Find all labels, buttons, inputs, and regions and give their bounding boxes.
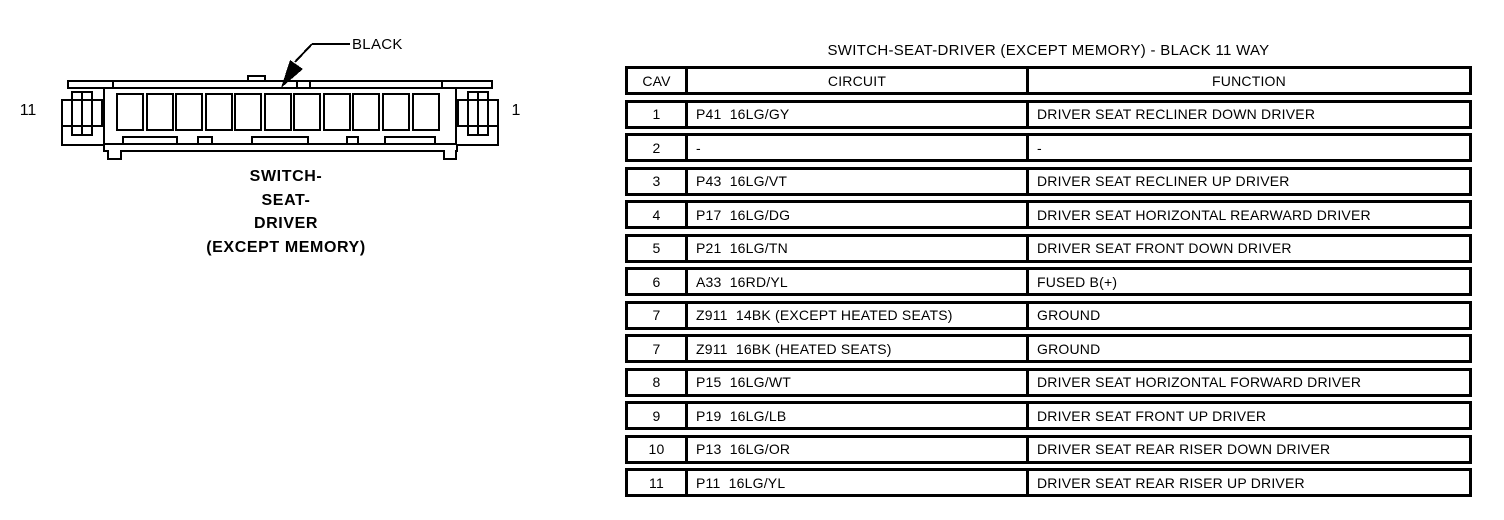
cav-cell: 10 xyxy=(628,437,688,461)
cav-cell: 9 xyxy=(628,404,688,427)
cav-cell: 2 xyxy=(628,136,688,159)
caption-line: SEAT- xyxy=(261,191,311,209)
circuit-cell: P17 16LG/DG xyxy=(688,203,1029,226)
cav-cell: 4 xyxy=(628,203,688,226)
function-cell: - xyxy=(1037,139,1042,156)
header-circuit: CIRCUIT xyxy=(688,69,1029,92)
circuit-cell: P21 16LG/TN xyxy=(688,236,1029,260)
circuit-cell: P43 16LG/VT xyxy=(688,169,1029,193)
connector-body xyxy=(103,87,457,145)
function-cell: DRIVER SEAT RECLINER UP DRIVER xyxy=(1037,173,1290,189)
table-row: 2 - - xyxy=(625,133,1472,162)
circuit-cell: P11 16LG/YL xyxy=(688,471,1029,494)
circuit-cell: - xyxy=(688,136,1029,159)
table-row: 10 P13 16LG/OR DRIVER SEAT REAR RISER DO… xyxy=(625,434,1472,464)
circuit-cell: P19 16LG/LB xyxy=(688,404,1029,427)
caption-line: DRIVER xyxy=(253,215,319,232)
circuit-cell: P41 16LG/GY xyxy=(688,102,1029,126)
function-cell: DRIVER SEAT HORIZONTAL FORWARD DRIVER xyxy=(1037,374,1362,390)
table-row: 11 P11 16LG/YL DRIVER SEAT REAR RISER UP… xyxy=(625,468,1472,497)
black-color-arrow xyxy=(281,43,350,88)
caption-line: (EXCEPT MEMORY) xyxy=(206,238,366,256)
function-cell: DRIVER SEAT HORIZONTAL REARWARD DRIVER xyxy=(1037,206,1371,223)
table-title: SWITCH-SEAT-DRIVER (EXCEPT MEMORY) - BLA… xyxy=(827,42,1270,59)
connector-caption: SWITCH- SEAT- DRIVER (EXCEPT MEMORY) xyxy=(166,165,406,259)
circuit-cell: Z911 14BK (EXCEPT HEATED SEATS) xyxy=(688,303,1029,327)
table-header-row: CAV CIRCUIT FUNCTION xyxy=(625,66,1472,95)
table-row: 7 Z911 16BK (HEATED SEATS) GROUND xyxy=(625,334,1472,363)
table-row: 1 P41 16LG/GY DRIVER SEAT RECLINER DOWN … xyxy=(625,99,1472,129)
header-cav: CAV xyxy=(628,69,688,92)
left-latch xyxy=(61,91,104,146)
caption-line: SWITCH- xyxy=(249,168,323,185)
function-cell: FUSED B(+) xyxy=(1037,273,1118,290)
circuit-cell: A33 16RD/YL xyxy=(688,270,1029,293)
cav-cell: 8 xyxy=(628,370,688,394)
circuit-cell: P15 16LG/WT xyxy=(688,370,1029,394)
connector-color-label: BLACK xyxy=(352,36,403,53)
cav-cell: 11 xyxy=(628,471,688,494)
cav-cell: 5 xyxy=(628,236,688,260)
cav-cell: 6 xyxy=(628,270,688,293)
table-row: 9 P19 16LG/LB DRIVER SEAT FRONT UP DRIVE… xyxy=(625,401,1472,430)
pin-number-1: 1 xyxy=(511,102,521,119)
cav-cell: 7 xyxy=(628,337,688,360)
pinout-table: CAV CIRCUIT FUNCTION 1 P41 16LG/GY DRIVE… xyxy=(625,66,1472,497)
table-row: 4 P17 16LG/DG DRIVER SEAT HORIZONTAL REA… xyxy=(625,200,1472,229)
table-row: 6 A33 16RD/YL FUSED B(+) xyxy=(625,267,1472,296)
function-cell: GROUND xyxy=(1037,307,1101,323)
bottom-outline xyxy=(103,144,458,160)
cav-cell: 7 xyxy=(628,303,688,327)
connector-diagram xyxy=(61,43,499,160)
header-function: FUNCTION xyxy=(1212,72,1286,89)
function-cell: DRIVER SEAT REAR RISER DOWN DRIVER xyxy=(1037,441,1331,457)
pin-cavities xyxy=(116,93,440,131)
table-row: 5 P21 16LG/TN DRIVER SEAT FRONT DOWN DRI… xyxy=(625,233,1472,263)
connector-top-flange xyxy=(67,75,493,89)
cav-cell: 1 xyxy=(628,102,688,126)
cav-cell: 3 xyxy=(628,169,688,193)
table-row: 7 Z911 14BK (EXCEPT HEATED SEATS) GROUND xyxy=(625,300,1472,330)
function-cell: GROUND xyxy=(1037,340,1101,357)
function-cell: DRIVER SEAT RECLINER DOWN DRIVER xyxy=(1037,106,1316,122)
function-cell: DRIVER SEAT FRONT DOWN DRIVER xyxy=(1037,240,1292,256)
bottom-tabs xyxy=(122,136,436,145)
table-row: 3 P43 16LG/VT DRIVER SEAT RECLINER UP DR… xyxy=(625,166,1472,196)
right-latch xyxy=(456,91,499,146)
table-row: 8 P15 16LG/WT DRIVER SEAT HORIZONTAL FOR… xyxy=(625,367,1472,397)
function-cell: DRIVER SEAT FRONT UP DRIVER xyxy=(1037,407,1267,424)
pin-number-11: 11 xyxy=(19,102,37,119)
function-cell: DRIVER SEAT REAR RISER UP DRIVER xyxy=(1037,474,1305,491)
circuit-cell: Z911 16BK (HEATED SEATS) xyxy=(688,337,1029,360)
circuit-cell: P13 16LG/OR xyxy=(688,437,1029,461)
